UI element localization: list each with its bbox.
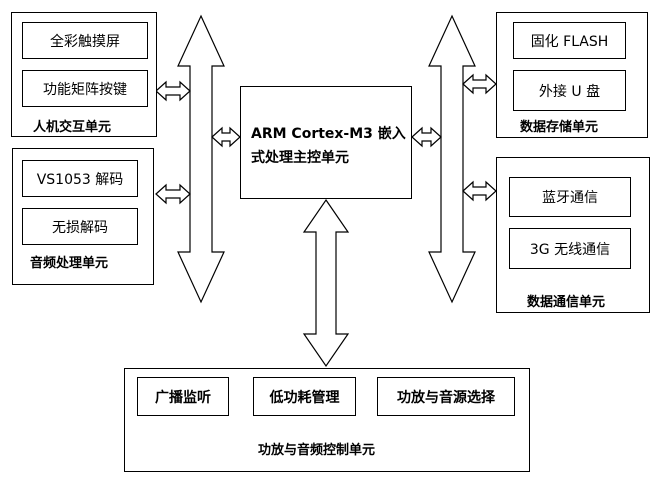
right-bus-arrow	[428, 14, 476, 304]
lossless-box: 无损解码	[22, 208, 138, 245]
3g-box: 3G 无线通信	[509, 228, 631, 269]
touchscreen-box: 全彩触摸屏	[22, 22, 148, 59]
3g-label: 3G 无线通信	[529, 241, 611, 258]
usb-disk-box: 外接 U 盘	[513, 70, 626, 111]
amp-source-box: 功放与音源选择	[377, 377, 515, 416]
bluetooth-box: 蓝牙通信	[509, 177, 631, 217]
usb-disk-label: 外接 U 盘	[538, 83, 601, 100]
lossless-label: 无损解码	[52, 219, 108, 236]
matrix-keys-box: 功能矩阵按键	[22, 70, 148, 107]
audio-unit-title: 音频处理单元	[30, 256, 109, 271]
storage-unit-title: 数据存储单元	[520, 120, 599, 135]
storage-unit: 固化 FLASH 外接 U 盘 数据存储单元	[496, 12, 648, 138]
matrix-keys-label: 功能矩阵按键	[43, 81, 127, 98]
audio-unit: VS1053 解码 无损解码 音频处理单元	[12, 148, 154, 285]
core-bus-arrow-right	[411, 126, 442, 148]
broadcast-monitor-label: 广播监听	[155, 389, 211, 406]
hmi-unit: 全彩触摸屏 功能矩阵按键 人机交互单元	[11, 12, 157, 137]
low-power-box: 低功耗管理	[253, 377, 356, 416]
core-unit-line2: 式处理主控单元	[251, 150, 349, 166]
vs1053-box: VS1053 解码	[22, 160, 138, 197]
touchscreen-label: 全彩触摸屏	[50, 33, 120, 50]
amp-unit-title: 功放与音频控制单元	[258, 443, 376, 458]
comm-unit-title: 数据通信单元	[527, 295, 606, 310]
low-power-label: 低功耗管理	[269, 389, 340, 406]
left-bus-arrow	[177, 14, 225, 304]
vs1053-label: VS1053 解码	[36, 171, 124, 188]
audio-bus-arrow	[155, 183, 191, 205]
flash-label: 固化 FLASH	[530, 33, 609, 50]
comm-unit: 蓝牙通信 3G 无线通信 数据通信单元	[496, 157, 650, 313]
amp-unit: 广播监听 低功耗管理 功放与音源选择 功放与音频控制单元	[124, 368, 530, 472]
bus-comm-arrow	[462, 180, 497, 202]
broadcast-monitor-box: 广播监听	[137, 377, 229, 416]
bluetooth-label: 蓝牙通信	[542, 190, 598, 206]
core-unit-line1: ARM Cortex-M3 嵌入	[251, 126, 406, 142]
hmi-unit-title: 人机交互单元	[33, 120, 112, 135]
flash-box: 固化 FLASH	[513, 22, 626, 59]
amp-source-label: 功放与音源选择	[397, 389, 495, 406]
core-amp-arrow	[302, 198, 350, 368]
hmi-bus-arrow	[155, 80, 191, 102]
bus-core-arrow-left	[211, 126, 241, 148]
bus-storage-arrow	[462, 73, 497, 95]
core-unit: ARM Cortex-M3 嵌入 式处理主控单元	[240, 86, 412, 199]
